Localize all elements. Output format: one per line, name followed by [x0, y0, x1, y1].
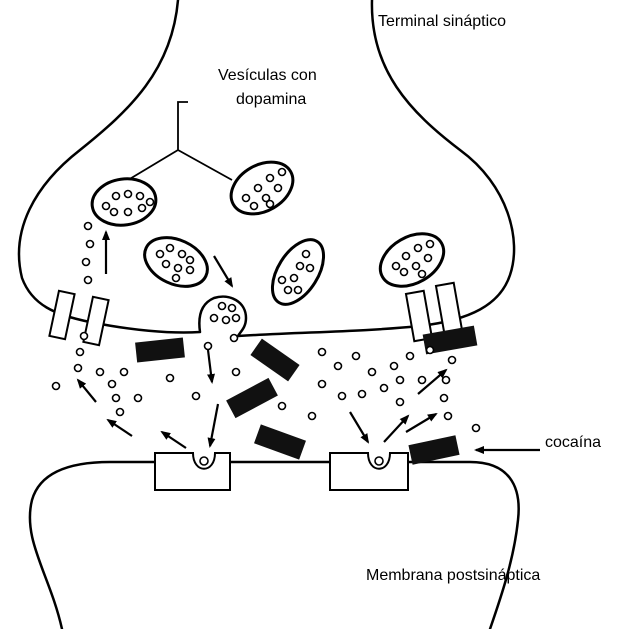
vesicles-label-line1: Vesículas con	[218, 67, 317, 84]
vesicle-4	[262, 231, 334, 313]
vesicles-label-line2: dopamina	[236, 91, 306, 108]
membrane-label: Membrana postsináptica	[366, 567, 540, 584]
dopamine-receptor-left	[155, 453, 230, 490]
vesicle-pointer-line	[128, 102, 232, 180]
terminal-label: Terminal sináptico	[378, 13, 506, 30]
vesicle-1	[89, 175, 159, 229]
dopamine-receptor-right	[330, 453, 408, 490]
dopamine-transporter-right	[406, 283, 477, 355]
dopamine-transporter-left	[49, 291, 108, 345]
vesicle-2	[222, 152, 302, 225]
vesicle-3	[137, 228, 215, 296]
postsynaptic-membrane-outline	[30, 462, 519, 629]
cocaine-label: cocaína	[545, 434, 601, 451]
fusing-vesicle-dopamine	[211, 303, 240, 324]
